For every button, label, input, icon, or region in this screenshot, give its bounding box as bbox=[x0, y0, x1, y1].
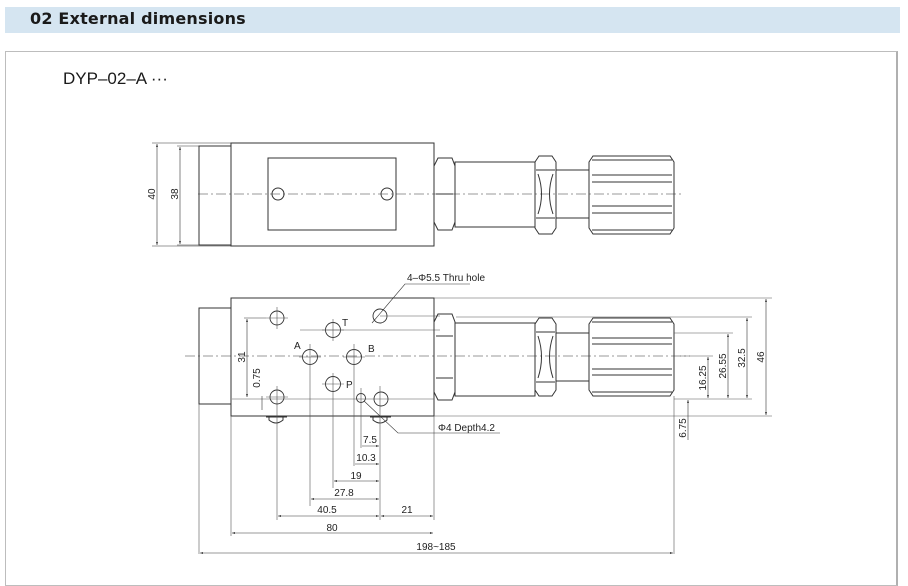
port-holes bbox=[302, 322, 366, 403]
section-title: 02 External dimensions bbox=[30, 9, 246, 28]
dim-27-label: 27.8 bbox=[334, 488, 354, 499]
top-screw-left bbox=[271, 187, 285, 201]
front-cylinder bbox=[454, 322, 536, 397]
port-label-b: B bbox=[368, 344, 375, 355]
top-nameplate bbox=[267, 157, 397, 231]
top-knob bbox=[588, 155, 675, 235]
port-label-t: T bbox=[342, 318, 348, 329]
front-stem bbox=[555, 332, 590, 382]
dim-38-label: 38 bbox=[170, 188, 181, 200]
dim-10-label: 10.3 bbox=[356, 453, 376, 464]
dim-075-label: 0.75 bbox=[252, 368, 263, 388]
dim-46-label: 46 bbox=[756, 351, 767, 363]
top-view bbox=[152, 142, 684, 247]
dim-7-label: 7.5 bbox=[363, 435, 377, 446]
dim-80-label: 80 bbox=[326, 523, 338, 534]
pin-hole-callout: Φ4 Depth4.2 bbox=[438, 423, 495, 434]
dim-overall-label: 198~185 bbox=[416, 542, 456, 553]
dim-40-5-label: 40.5 bbox=[317, 505, 337, 516]
dim-19-label: 19 bbox=[350, 471, 362, 482]
port-label-p: P bbox=[346, 380, 353, 391]
section-header-bar bbox=[5, 7, 900, 33]
top-hex-nut bbox=[433, 157, 456, 231]
dim-26-label: 26.55 bbox=[718, 353, 729, 378]
dim-21-label: 21 bbox=[401, 505, 413, 516]
top-cylinder bbox=[454, 161, 536, 228]
top-lock-nut bbox=[534, 155, 557, 235]
front-knob bbox=[588, 317, 675, 397]
dim-32-label: 32.5 bbox=[737, 348, 748, 368]
top-end-cap bbox=[198, 145, 232, 246]
front-hex-nut bbox=[433, 313, 456, 401]
model-label: DYP–02–A ··· bbox=[63, 69, 168, 88]
dim-6-label: 6.75 bbox=[678, 418, 689, 438]
thru-hole-callout: 4–Φ5.5 Thru hole bbox=[407, 273, 485, 284]
dim-40-label: 40 bbox=[147, 188, 158, 200]
front-view bbox=[185, 283, 772, 554]
dim-31-label: 31 bbox=[237, 351, 248, 363]
front-pin-left bbox=[268, 416, 284, 424]
top-screw-right bbox=[380, 187, 394, 201]
pin-hole-leader bbox=[363, 400, 500, 434]
dim-16-label: 16.25 bbox=[698, 365, 709, 390]
thru-hole-leader bbox=[371, 283, 470, 324]
front-lock-nut bbox=[534, 317, 557, 397]
port-label-a: A bbox=[294, 341, 301, 352]
